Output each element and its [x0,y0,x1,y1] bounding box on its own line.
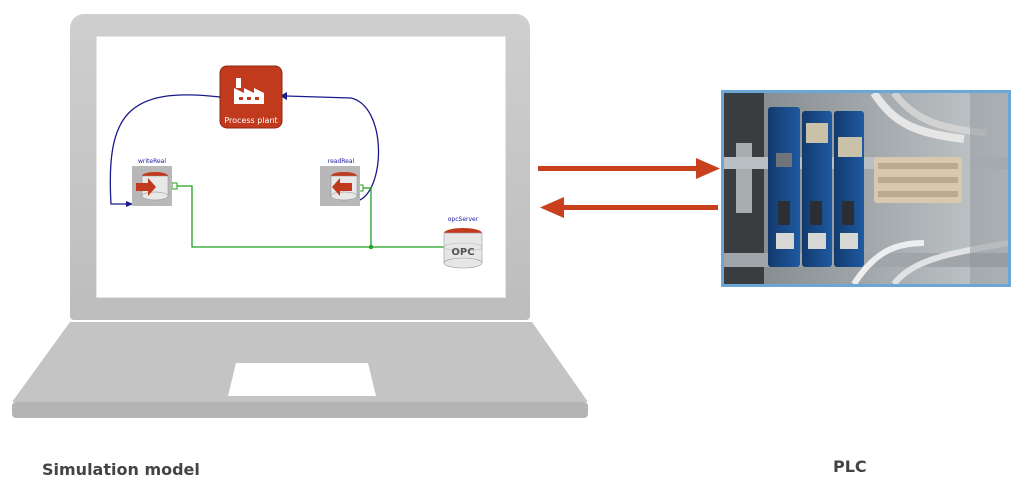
process-plant-label: Process plant [224,116,277,125]
factory-icon [234,78,264,104]
write-real-label: writeReal [138,158,166,165]
connector-link-read-opc [360,187,372,247]
read-real-label: readReal [328,158,355,165]
arrowhead-icon [126,201,133,207]
database-icon: OPC [443,228,483,269]
signal-link-plant-to-write [109,94,221,205]
database-read-icon [330,172,358,201]
exchange-arrows [538,158,720,218]
plc-hardware-photo [724,93,1008,284]
process-plant-block[interactable]: Process plant [219,65,283,129]
opc-server-block[interactable]: opcServer OPC [443,216,483,269]
opc-server-label: opcServer [448,216,479,223]
signal-link-read-to-plant [285,95,380,201]
plc-photo-frame [721,90,1011,287]
port-icon [171,182,178,190]
arrow-left-icon [540,197,718,218]
write-real-block[interactable]: writeReal [132,158,172,206]
junction-dot [368,244,374,250]
laptop-screen: Process plant writeReal readReal [96,36,506,298]
arrowhead-icon [280,92,287,100]
read-real-block[interactable]: readReal [320,158,360,206]
simulation-model-caption: Simulation model [42,460,200,479]
simulation-diagram: Process plant writeReal readReal [109,65,483,269]
laptop-base [12,322,588,418]
connector-link-write-opc [174,185,446,248]
opc-icon-text: OPC [451,247,474,258]
plc-caption: PLC [833,457,867,476]
arrow-right-icon [538,158,720,179]
database-write-icon [136,172,169,201]
touchpad [228,363,376,396]
